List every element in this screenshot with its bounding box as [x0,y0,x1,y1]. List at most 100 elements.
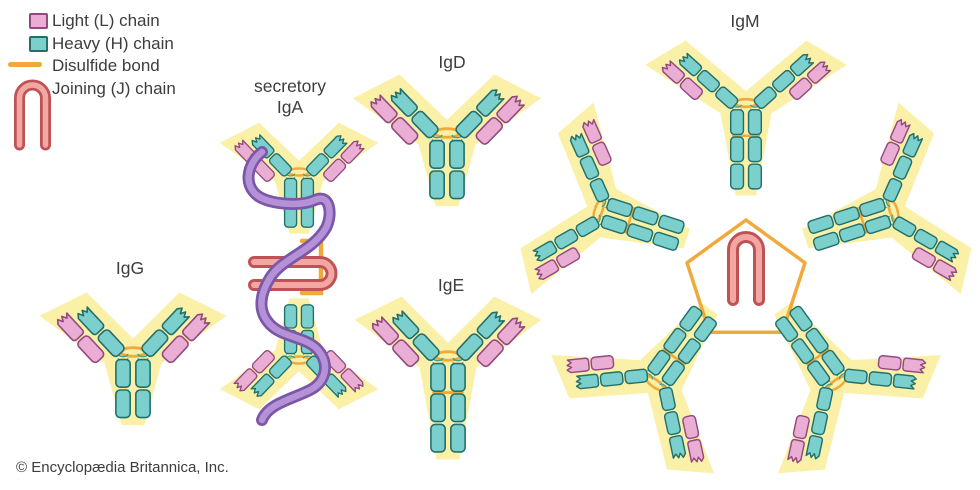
heavy-chain-segment [729,163,745,190]
ige-antibody-unit [354,296,542,460]
heavy-chain-segment [789,305,813,332]
igm-antibody-unit [807,118,960,282]
heavy-chain-segment [864,214,892,235]
iga-j-chain-inner [251,259,335,288]
heavy-chain-segment [141,329,169,358]
light-chain-segment [877,355,902,371]
light-chain-swatch-icon [29,13,48,29]
heavy-chain-tip [323,135,348,159]
iga-secretory-component-inner [245,148,333,424]
igd-antibody-unit [352,74,542,207]
unit-background [802,102,972,295]
heavy-chain-tip [575,373,600,390]
heavy-chain-segment [679,305,703,332]
light-chain-tip [370,94,398,124]
light-chain-segment [556,247,581,268]
light-chain-tip [902,357,927,374]
copyright: © Encyclopædia Britannica, Inc. [16,459,229,476]
heavy-chain-segment [729,136,745,163]
heavy-chain-segment [658,386,676,412]
heavy-chain-segment [729,109,745,136]
light-chain-tip [340,140,365,164]
heavy-chain-segment [843,368,868,385]
ige-label: IgE [437,275,465,295]
igm-j-chain-inner [730,234,762,303]
heavy-chain-tip [476,311,506,340]
igd-label: IgD [438,52,466,72]
light-chain-segment [592,141,612,166]
light-chain-segment [77,335,105,364]
heavy-chain-segment [663,410,682,436]
light-chain-segment [590,355,615,371]
legend-item-label: Joining (J) chain [52,79,176,98]
heavy-chain-tip [805,434,824,460]
light-chain-segment [880,141,900,166]
heavy-chain-segment [429,139,445,169]
heavy-chain-segment [600,214,628,235]
heavy-chain-segment [430,362,446,392]
heavy-chain-segment [657,214,685,234]
light-chain-tip [661,60,686,84]
stem-disulfide-bond [624,206,635,234]
heavy-chain-segment [747,136,763,163]
heavy-chain-segment [450,362,466,392]
heavy-chain-segment [892,155,913,180]
legend: Light (L) chain Heavy (H) chain Disulfid… [0,0,260,170]
heavy-chain-segment [599,371,624,387]
light-chain-tip [582,118,602,144]
heavy-chain-segment [747,109,763,136]
heavy-chain-segment [300,304,315,329]
light-chain-tip [932,259,958,282]
heavy-chain-segment [429,170,445,200]
heavy-chain-segment [693,316,717,343]
heavy-chain-segment [631,206,659,226]
heavy-chain-segment [579,155,600,180]
iga-antibody-unit [233,304,364,398]
igg-label: IgG [115,258,145,278]
light-chain-segment [323,158,347,182]
heavy-chain-segment [456,333,484,362]
stem-disulfide-bond [662,348,686,366]
igm-antibody-unit [802,102,972,295]
heavy-chain-segment [913,228,938,250]
heavy-chain-segment [268,153,293,177]
heavy-chain-segment [450,423,466,453]
heavy-chain-swatch-icon [29,36,48,52]
heavy-chain-segment [696,69,721,93]
light-chain-tip [566,357,590,374]
igm-antibody-unit [661,52,832,190]
heavy-chain-tip [250,373,275,397]
unit-background [352,74,542,207]
heavy-chain-segment [283,304,298,329]
heavy-chain-segment [268,355,293,379]
heavy-chain-tip [934,240,960,263]
heavy-chain-tip [77,306,105,336]
heavy-chain-segment [816,386,834,412]
light-chain-tip [890,118,911,144]
heavy-chain-tip [390,88,419,118]
light-chain-segment [911,247,936,268]
light-chain-segment [390,117,419,145]
heavy-chain-segment [868,371,893,387]
heavy-chain-segment [135,389,151,419]
igm-antibody-unit [520,102,690,295]
light-chain-tip [181,313,211,342]
heavy-chain-segment [305,153,330,177]
heavy-chain-segment [791,338,815,365]
light-chain-tip [371,316,400,346]
stem-disulfide-bond [857,206,868,234]
heavy-chain-tip [161,307,191,336]
stem-disulfide-bond [806,348,830,366]
secretory-iga-label: secretory IgA [254,76,326,117]
light-chain-segment [392,339,420,368]
light-chain-tip [534,259,560,281]
heavy-chain-segment [833,206,861,226]
heavy-chain-segment [430,393,446,423]
igm-label: IgM [730,11,760,31]
light-chain-segment [161,335,189,364]
heavy-chain-tip [532,240,558,262]
heavy-chain-segment [892,216,917,238]
light-chain-tip [340,368,364,393]
heavy-chain-segment [652,231,680,251]
igm-antibody-unit [645,40,847,196]
